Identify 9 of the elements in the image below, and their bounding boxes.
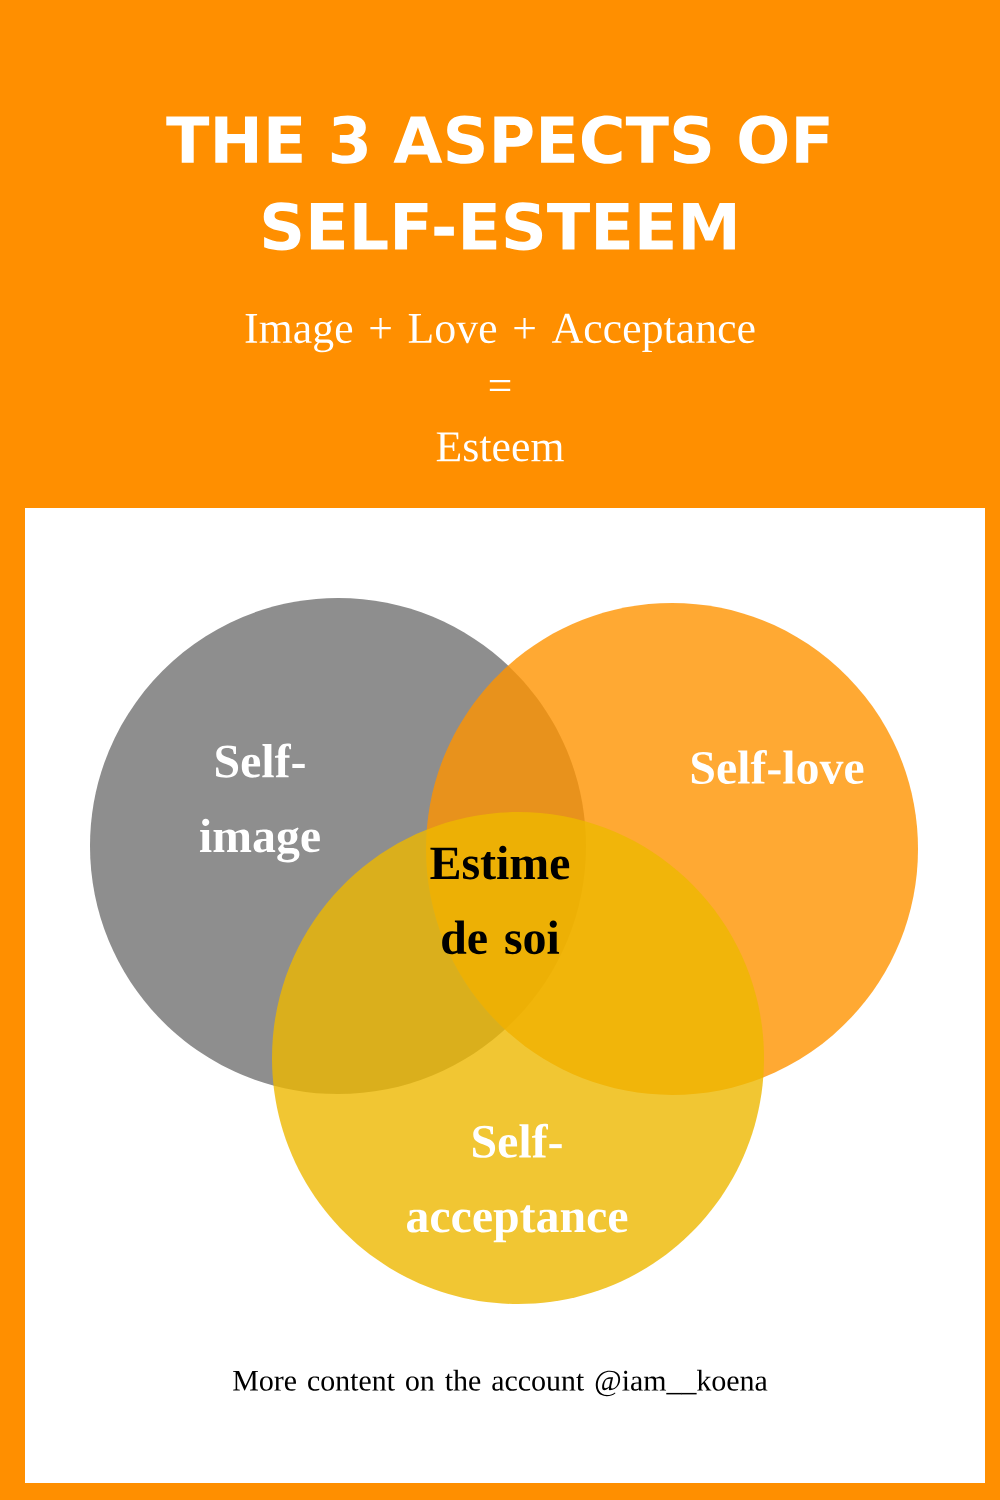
- overlap-label: Estime de soi: [430, 845, 570, 955]
- subtitle: Esteem: [436, 432, 564, 462]
- circle-label: Self-acceptance: [407, 1123, 628, 1243]
- footer-note: More content on the account @iam__koena: [233, 1369, 768, 1397]
- circle-label: Self-image: [199, 743, 320, 863]
- equals-sign: =: [489, 380, 511, 391]
- subtitle: Image + Love + Acceptance: [245, 313, 755, 353]
- title: THE 3 ASPECTS OF SELF-ESTEEM: [166, 115, 829, 251]
- circle-label: Self-love: [691, 749, 864, 785]
